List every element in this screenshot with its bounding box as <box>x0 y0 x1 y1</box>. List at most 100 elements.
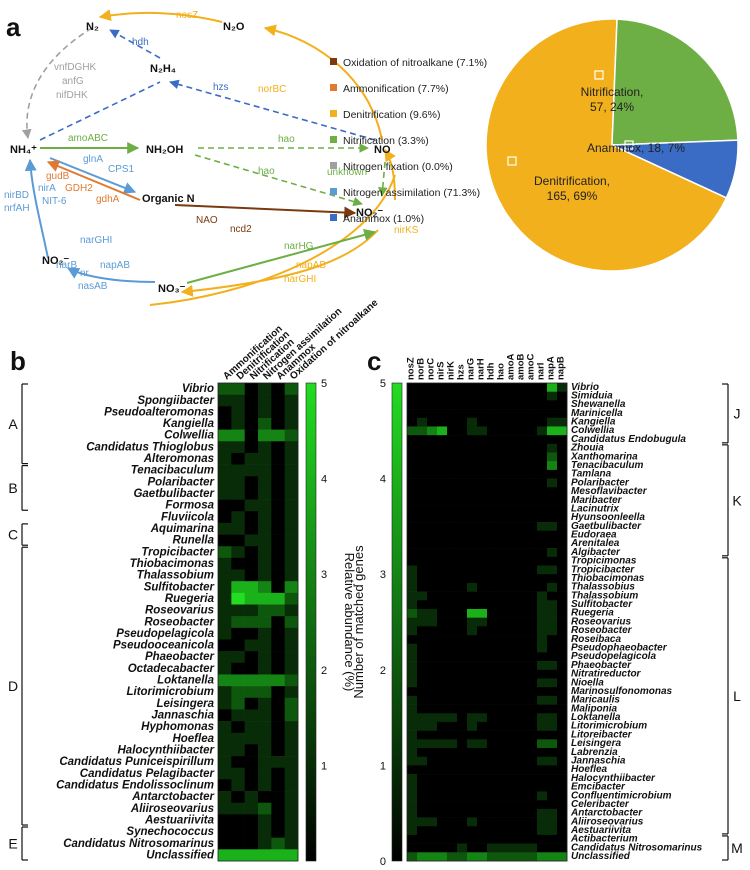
row-label-gaetbulibacter: Gaetbulibacter <box>133 488 214 500</box>
heat-cell <box>258 557 272 570</box>
heat-cell <box>517 782 528 792</box>
heat-cell <box>547 756 558 766</box>
heat-cell <box>477 704 488 714</box>
heat-cell <box>487 391 498 401</box>
heat-cell <box>231 767 245 780</box>
heat-cell <box>231 627 245 640</box>
row-label-nioella: Nioella <box>571 677 604 688</box>
heat-cell <box>467 843 478 853</box>
heat-cell <box>231 849 245 862</box>
heat-cell <box>231 534 245 547</box>
heat-cell <box>407 678 418 688</box>
heat-cell <box>447 600 458 610</box>
heat-cell <box>507 826 518 836</box>
heat-cell <box>271 581 285 594</box>
gene-narb: narB <box>56 260 77 271</box>
heat-cell <box>244 406 259 419</box>
heat-cell <box>417 643 428 653</box>
row-label-tropicimonas: Tropicimonas <box>571 556 637 567</box>
row-label-candidatus-endobugula: Candidatus Endobugula <box>571 434 686 445</box>
heat-cell <box>407 548 418 558</box>
heat-cell <box>517 791 528 801</box>
heat-cell <box>527 678 538 688</box>
heat-cell <box>407 695 418 705</box>
heat-cell <box>427 635 438 645</box>
heat-cell <box>258 452 272 465</box>
heat-cell <box>447 843 458 853</box>
gene-nirks: nirKS <box>394 225 419 236</box>
heat-cell <box>218 581 232 594</box>
row-label-sulfitobacter: Sulfitobacter <box>571 599 633 610</box>
arrow-no-to-no2 <box>377 161 388 197</box>
heat-cell <box>417 852 428 862</box>
gene-norbc: norBC <box>258 84 286 95</box>
heat-cell <box>447 652 458 662</box>
heat-cell <box>557 713 568 723</box>
heat-cell <box>487 469 498 479</box>
heat-cell <box>467 443 478 453</box>
heat-cell <box>467 652 478 662</box>
heat-cell <box>537 661 548 671</box>
heat-cell <box>477 409 488 419</box>
heat-cell <box>487 852 498 862</box>
heat-cell <box>258 499 272 512</box>
heat-cell <box>467 695 478 705</box>
heat-cell <box>527 782 538 792</box>
heat-cell <box>244 452 259 465</box>
heat-cell <box>537 774 548 784</box>
heat-cell <box>437 834 448 844</box>
heat-cell <box>271 452 285 465</box>
heat-cell <box>284 732 299 745</box>
heat-cell <box>527 756 538 766</box>
heat-cell <box>537 608 548 618</box>
heat-cell <box>507 600 518 610</box>
gene-labels: nosZ hdh hzs vnfDGHK anfG nifDHK norBC a… <box>4 10 419 292</box>
heat-cell <box>407 574 418 584</box>
heat-cell <box>547 600 558 610</box>
heat-cell <box>437 843 448 853</box>
heat-cell <box>507 756 518 766</box>
heat-cell <box>244 511 259 524</box>
heat-cell <box>517 800 528 810</box>
heat-cell <box>467 808 478 818</box>
heat-cell <box>537 530 548 540</box>
heat-cell <box>497 652 508 662</box>
heat-cell <box>477 513 488 523</box>
heat-cell <box>557 469 568 479</box>
row-label-alteromonas: Alteromonas <box>143 453 214 465</box>
gene-narghi-right: narGHI <box>284 274 316 285</box>
heat-cell <box>271 721 285 734</box>
heat-cell <box>547 469 558 479</box>
heat-cell <box>437 687 448 697</box>
heat-cell <box>407 791 418 801</box>
heat-cell <box>487 782 498 792</box>
heat-cell <box>507 452 518 462</box>
heat-cell <box>467 452 478 462</box>
gene-gudb: gudB <box>46 171 70 182</box>
heat-cell <box>557 513 568 523</box>
heat-cell <box>547 852 558 862</box>
arrow-no2-to-no3-right <box>149 174 396 306</box>
heat-cell <box>437 652 448 662</box>
heat-cell <box>507 409 518 419</box>
heat-cell <box>527 522 538 532</box>
row-label-nitratireductor: Nitratireductor <box>571 669 642 680</box>
colorbar-tick: 2 <box>321 665 327 677</box>
heat-cell <box>244 522 259 535</box>
heat-cell <box>437 617 448 627</box>
heat-cell <box>447 748 458 758</box>
heat-cell <box>467 756 478 766</box>
heat-cell <box>417 513 428 523</box>
heat-cell <box>284 802 299 815</box>
heat-cell <box>477 391 488 401</box>
column-label-nirk: nirK <box>446 361 457 380</box>
row-label-tamlana: Tamlana <box>571 469 612 480</box>
heat-cell <box>218 406 232 419</box>
heat-cell <box>218 779 232 792</box>
heat-cell <box>477 582 488 592</box>
heat-cell <box>507 608 518 618</box>
heat-cell <box>258 487 272 500</box>
heat-cell <box>271 592 285 605</box>
heat-cell <box>487 504 498 514</box>
